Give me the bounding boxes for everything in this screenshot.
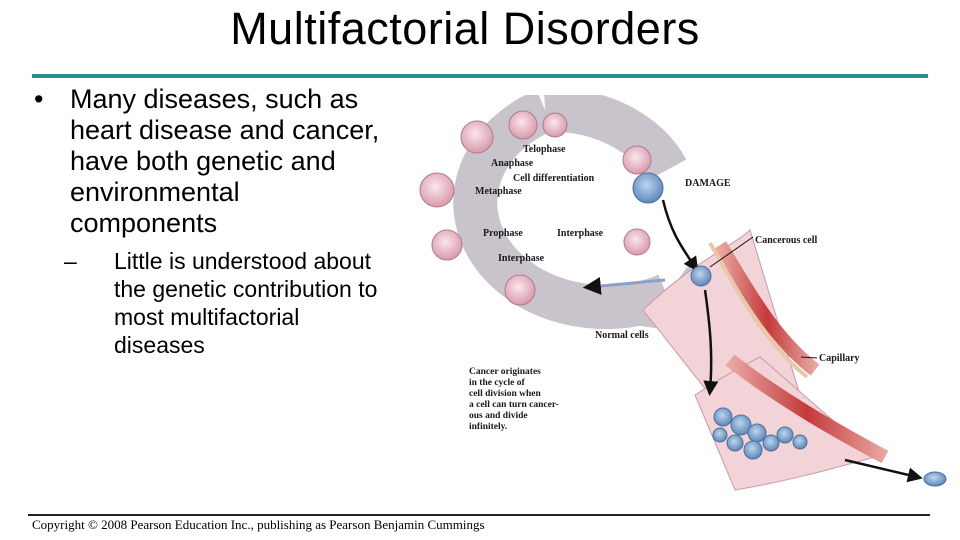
- sub-bullet-text: Little is understood about the genetic c…: [114, 248, 378, 358]
- label-normal-cells: Normal cells: [595, 330, 649, 341]
- slide-title: Multifactorial Disorders: [230, 3, 700, 54]
- label-damage: DAMAGE: [685, 178, 731, 189]
- caption-line: Cancer originates: [469, 367, 541, 377]
- bullet-list: • Many diseases, such as heart disease a…: [32, 84, 392, 382]
- sub-bullet-marker: –: [64, 248, 77, 274]
- label-cancerous-cell: Cancerous cell: [755, 235, 818, 246]
- label-telophase: Telophase: [523, 144, 566, 155]
- label-cell-differentiation: Cell differentiation: [513, 173, 595, 184]
- label-capillary: Capillary: [819, 353, 860, 364]
- label-interphase-bottom: Interphase: [498, 253, 545, 264]
- label-anaphase: Anaphase: [491, 158, 534, 169]
- label-interphase-right: Interphase: [557, 228, 604, 239]
- cancerous-cell: [690, 265, 712, 287]
- bullet-text: Many diseases, such as heart disease and…: [70, 84, 380, 238]
- cycle-cells: [419, 110, 664, 306]
- title-divider: [32, 74, 928, 78]
- label-prophase: Prophase: [483, 228, 523, 239]
- copyright-notice: Copyright © 2008 Pearson Education Inc.,…: [32, 517, 485, 532]
- bullet-item: • Many diseases, such as heart disease a…: [32, 84, 392, 239]
- caption-line: in the cycle of: [469, 378, 526, 388]
- bullet-marker: •: [34, 84, 44, 114]
- tissue-lower: [694, 354, 947, 491]
- footer-divider: [28, 514, 930, 516]
- tissue-upper: [642, 229, 820, 397]
- caption-line: infinitely.: [469, 422, 507, 432]
- sub-bullet-item: – Little is understood about the genetic…: [32, 247, 392, 359]
- caption-line: cell division when: [469, 389, 542, 399]
- figure-caption: Cancer originates in the cycle of cell d…: [469, 367, 559, 432]
- label-metaphase: Metaphase: [475, 186, 522, 197]
- figure-illustration: Telophase Anaphase Cell differentiation …: [419, 95, 947, 491]
- caption-line: a cell can turn cancer-: [469, 400, 559, 410]
- cell-cycle-cancer-figure: Telophase Anaphase Cell differentiation …: [405, 95, 960, 500]
- caption-line: ous and divide: [469, 411, 528, 421]
